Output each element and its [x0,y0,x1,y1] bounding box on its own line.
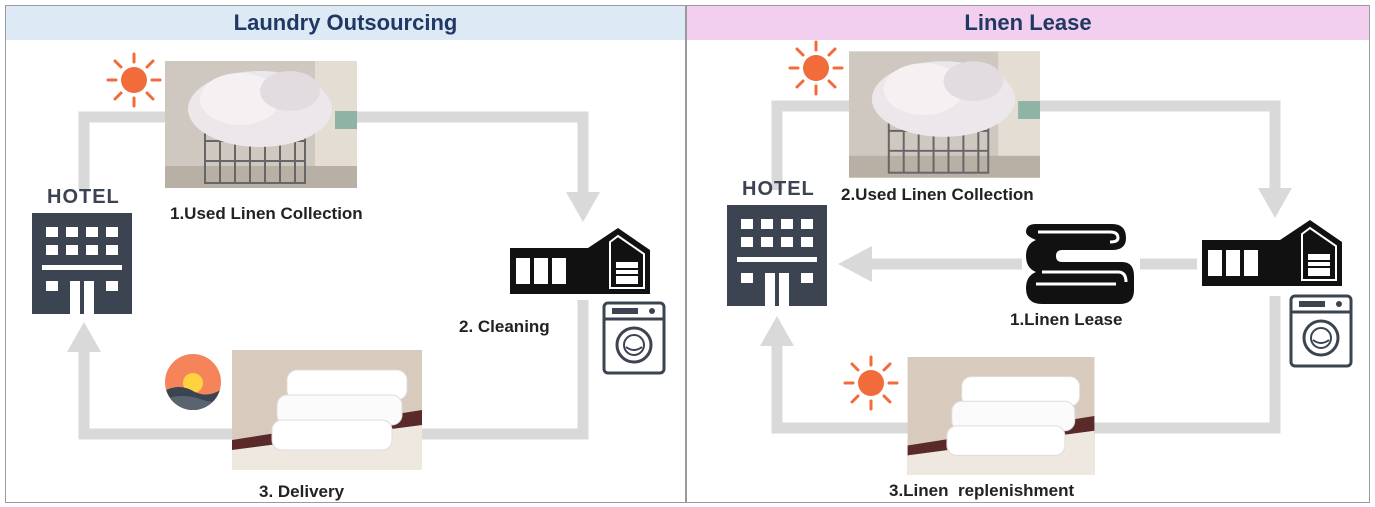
step-label-linen-lease: 1.Linen Lease [1010,310,1122,330]
step-label-used-linen-collection: 2.Used Linen Collection [841,185,1034,205]
hotel-building-icon [32,213,132,314]
folded-towels-photo [906,357,1096,475]
used-linen-cart-photo [165,61,357,188]
step-label-used-linen-collection: 1.Used Linen Collection [170,204,363,224]
sun-icon [843,355,899,411]
step-label-linen-replenishment: 3.Linen replenishment [889,481,1074,501]
hotel-label: HOTEL [742,178,815,201]
sun-icon [788,40,844,96]
factory-icon [510,228,650,294]
step-label-cleaning: 2. Cleaning [459,317,550,337]
arrowhead-up [67,322,101,352]
washing-machine-icon [602,301,666,375]
hotel-building-icon [727,205,827,306]
hotel-label: HOTEL [47,186,120,209]
arrowhead-down [1258,188,1292,218]
folded-towels-photo [232,350,422,470]
sun-icon [106,52,162,108]
factory-icon [1202,220,1342,286]
arrowhead-down [566,192,600,222]
arrowhead-up [760,316,794,346]
folded-linen-icon [1022,220,1136,306]
sunset-icon [164,353,222,411]
washing-machine-icon [1289,294,1353,368]
step-label-delivery: 3. Delivery [259,482,344,502]
arrowhead-left [838,246,872,282]
used-linen-cart-photo [849,51,1040,178]
